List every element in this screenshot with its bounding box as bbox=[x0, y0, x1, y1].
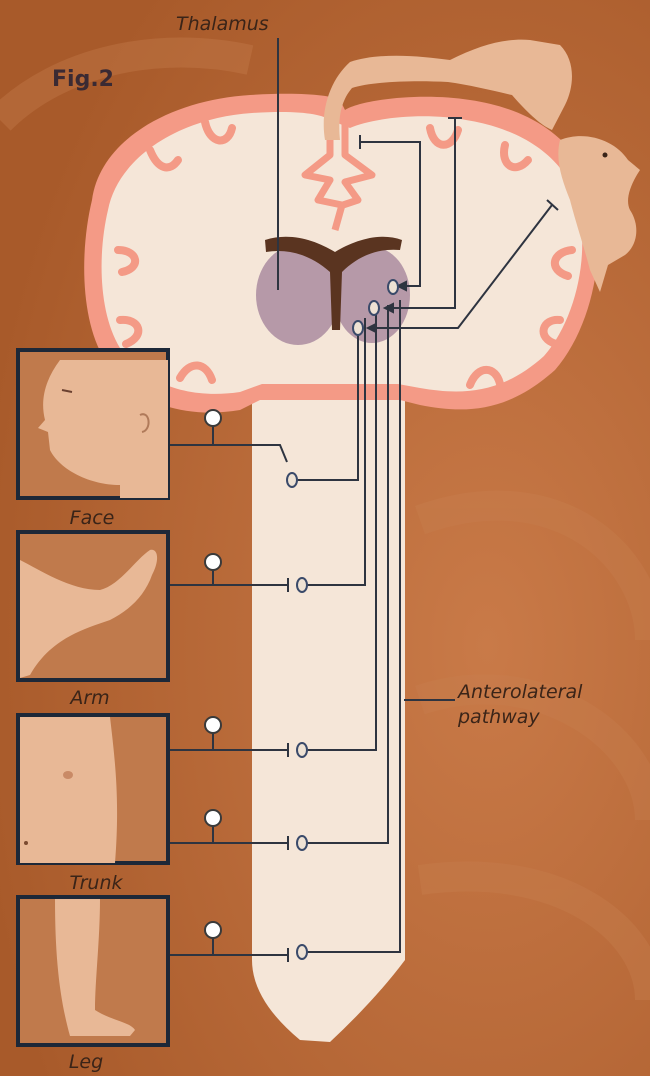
ganglion-trunk-lower bbox=[205, 810, 221, 826]
thalamic-neuron-3 bbox=[353, 321, 363, 335]
region-label-face: Face bbox=[70, 507, 115, 529]
homunculus-eye bbox=[603, 153, 608, 158]
region-label-leg: Leg bbox=[69, 1051, 103, 1073]
ganglion-trunk-upper bbox=[205, 717, 221, 733]
ganglion-leg bbox=[205, 922, 221, 938]
spinal-cord bbox=[252, 360, 405, 1042]
cord-neuron-trunk-lower bbox=[297, 836, 307, 850]
panel-leg bbox=[18, 897, 168, 1045]
pathway-label-line2: pathway bbox=[457, 706, 540, 728]
region-label-trunk: Trunk bbox=[69, 872, 123, 894]
thalamus-label: Thalamus bbox=[176, 13, 269, 35]
panel-face bbox=[18, 350, 168, 498]
thalamic-neuron-1 bbox=[388, 280, 398, 294]
region-label-arm: Arm bbox=[68, 687, 109, 709]
cord-neuron-arm bbox=[297, 578, 307, 592]
panel-trunk bbox=[18, 715, 168, 863]
pathway-label-line1: Anterolateral bbox=[456, 681, 583, 703]
ganglion-arm bbox=[205, 554, 221, 570]
cord-neuron-leg bbox=[297, 945, 307, 959]
cord-neuron-face bbox=[287, 473, 297, 487]
cord-neuron-trunk-upper bbox=[297, 743, 307, 757]
thalamic-neuron-2 bbox=[369, 301, 379, 315]
panel-arm bbox=[18, 532, 168, 680]
figure-label: Fig.2 bbox=[52, 67, 114, 92]
ganglion-face bbox=[205, 410, 221, 426]
